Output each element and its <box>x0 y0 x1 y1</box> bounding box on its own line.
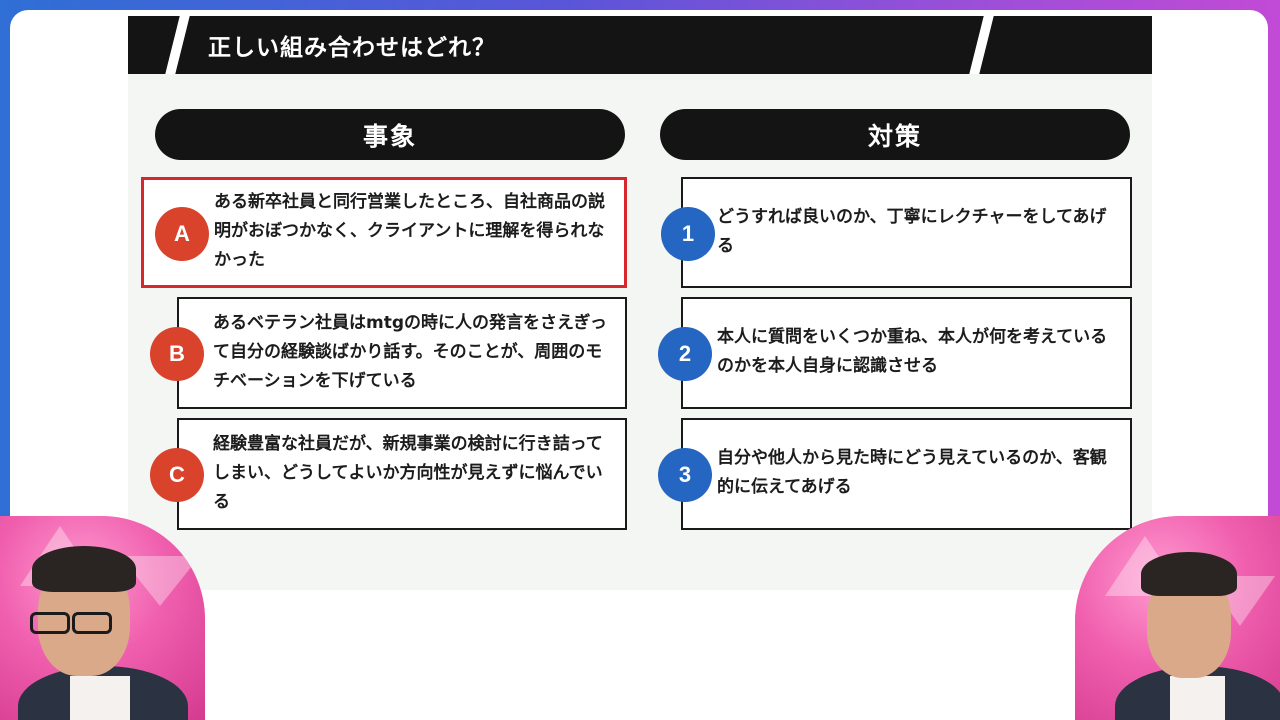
case-card-a[interactable]: ある新卒社員と同行営業したところ、自社商品の説明がおぼつかなく、クライアントに理… <box>141 177 627 288</box>
measure-card-1[interactable]: どうすれば良いのか、丁寧にレクチャーをしてあげる <box>681 177 1132 288</box>
case-card-c[interactable]: 経験豊富な社員だが、新規事業の検討に行き詰ってしまい、どうしてよいか方向性が見え… <box>177 418 627 530</box>
title-slash-decoration <box>163 16 191 74</box>
title-slash-decoration <box>967 16 995 74</box>
case-marker-b: B <box>150 327 204 381</box>
case-marker-a: A <box>155 207 209 261</box>
case-text: 経験豊富な社員だが、新規事業の検討に行き詰ってしまい、どうしてよいか方向性が見え… <box>213 434 603 512</box>
measure-marker-3: 3 <box>658 448 712 502</box>
measure-marker-1: 1 <box>661 207 715 261</box>
measure-text: 自分や他人から見た時にどう見えているのか、客観的に伝えてあげる <box>717 448 1107 497</box>
presenter-camera-left <box>0 516 205 720</box>
column-header-cases: 事象 <box>155 109 625 160</box>
measure-marker-2: 2 <box>658 327 712 381</box>
measure-text: どうすれば良いのか、丁寧にレクチャーをしてあげる <box>717 207 1107 256</box>
case-card-b[interactable]: あるベテラン社員はmtgの時に人の発言をさえぎって自分の経験談ばかり話す。そのこ… <box>177 297 627 409</box>
measure-text: 本人に質問をいくつか重ね、本人が何を考えているのかを本人自身に認識させる <box>717 327 1108 376</box>
column-header-measures: 対策 <box>660 109 1130 160</box>
presenter-camera-right <box>1075 516 1280 720</box>
case-marker-c: C <box>150 448 204 502</box>
quiz-slide: 正しい組み合わせはどれ？ 事象 対策 ある新卒社員と同行営業したところ、自社商品… <box>128 16 1152 590</box>
slide-title: 正しい組み合わせはどれ？ <box>208 35 496 61</box>
measure-card-2[interactable]: 本人に質問をいくつか重ね、本人が何を考えているのかを本人自身に認識させる <box>681 297 1132 409</box>
case-text: ある新卒社員と同行営業したところ、自社商品の説明がおぼつかなく、クライアントに理… <box>214 192 605 270</box>
measure-card-3[interactable]: 自分や他人から見た時にどう見えているのか、客観的に伝えてあげる <box>681 418 1132 530</box>
title-bar: 正しい組み合わせはどれ？ <box>128 16 1152 74</box>
case-text: あるベテラン社員はmtgの時に人の発言をさえぎって自分の経験談ばかり話す。そのこ… <box>213 313 607 391</box>
